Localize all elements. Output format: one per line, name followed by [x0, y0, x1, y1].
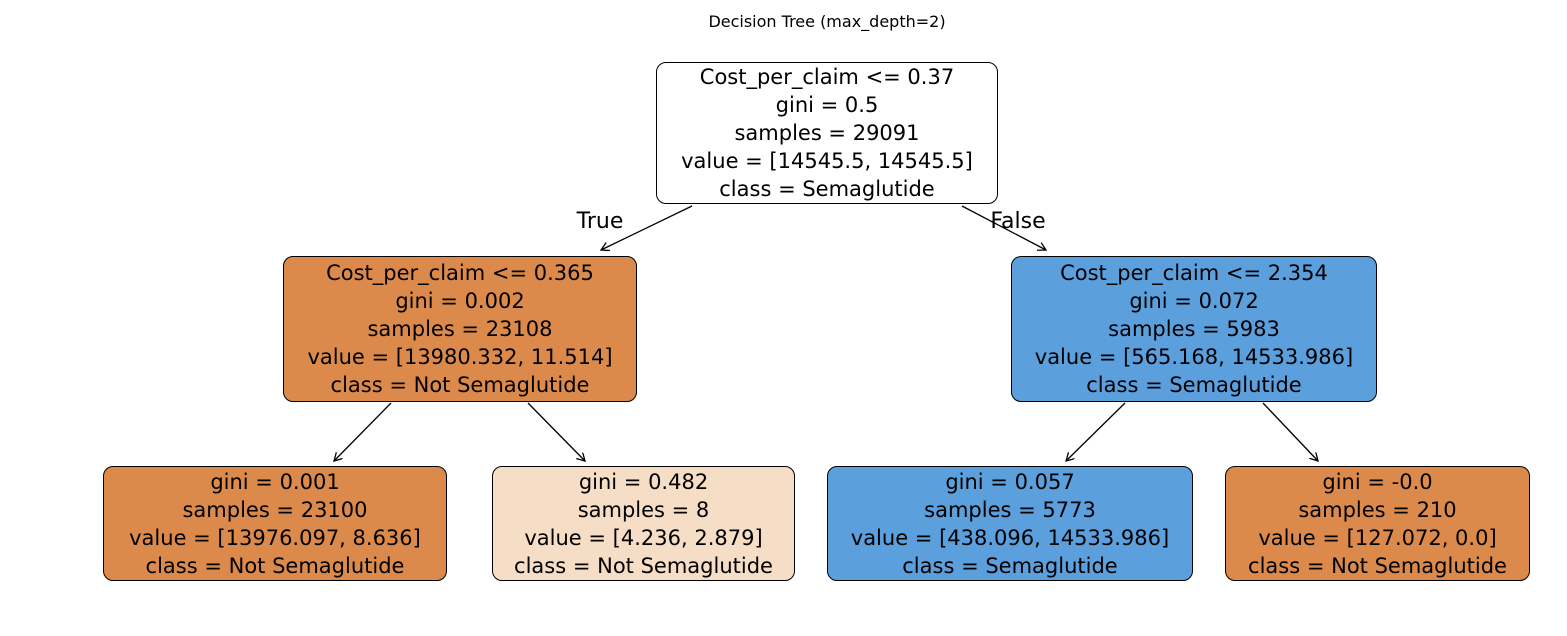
- node-split-condition: Cost_per_claim <= 2.354: [1060, 261, 1328, 285]
- edge-right-to-leaf3: [1066, 402, 1126, 461]
- node-class: class = Semaglutide: [719, 177, 935, 201]
- node-gini: gini = 0.072: [1129, 289, 1259, 313]
- edge-right-to-leaf4: [1262, 402, 1318, 461]
- node-class: class = Semaglutide: [1086, 373, 1302, 397]
- node-samples: samples = 23108: [367, 317, 553, 341]
- edge-root-to-left: [601, 205, 693, 250]
- tree-leaf-left-left: gini = 0.001 samples = 23100 value = [13…: [103, 466, 447, 581]
- edge-left-to-leaf2: [527, 402, 585, 461]
- node-value: value = [565.168, 14533.986]: [1034, 345, 1354, 369]
- node-gini: gini = 0.001: [210, 469, 340, 494]
- chart-title: Decision Tree (max_depth=2): [708, 12, 946, 31]
- node-samples: samples = 29091: [734, 121, 920, 145]
- edge-left-to-leaf1: [334, 402, 392, 461]
- node-gini: gini = 0.057: [945, 469, 1075, 494]
- node-gini: gini = 0.002: [395, 289, 525, 313]
- node-gini: gini = -0.0: [1322, 469, 1433, 494]
- node-split-condition: Cost_per_claim <= 0.365: [326, 261, 594, 285]
- node-class: class = Not Semaglutide: [145, 553, 405, 578]
- node-class: class = Not Semaglutide: [330, 373, 590, 397]
- node-samples: samples = 210: [1298, 497, 1457, 522]
- node-class: class = Not Semaglutide: [514, 553, 773, 578]
- tree-node-right-internal: Cost_per_claim <= 2.354 gini = 0.072 sam…: [1011, 256, 1377, 402]
- node-gini: gini = 0.482: [578, 469, 709, 494]
- node-value: value = [14545.5, 14545.5]: [681, 149, 973, 173]
- node-value: value = [127.072, 0.0]: [1258, 525, 1497, 550]
- node-value: value = [4.236, 2.879]: [524, 525, 763, 550]
- node-samples: samples = 5773: [924, 497, 1096, 522]
- edge-label-false: False: [990, 209, 1046, 234]
- tree-leaf-right-left: gini = 0.057 samples = 5773 value = [438…: [827, 466, 1193, 581]
- tree-node-root: Cost_per_claim <= 0.37 gini = 0.5 sample…: [656, 62, 998, 204]
- node-class: class = Semaglutide: [902, 553, 1118, 578]
- node-value: value = [438.096, 14533.986]: [850, 525, 1170, 550]
- node-value: value = [13976.097, 8.636]: [129, 525, 421, 550]
- edge-root-to-right: [961, 205, 1046, 250]
- tree-leaf-left-right: gini = 0.482 samples = 8 value = [4.236,…: [492, 466, 795, 581]
- node-samples: samples = 8: [577, 497, 710, 522]
- node-samples: samples = 23100: [182, 497, 368, 522]
- node-value: value = [13980.332, 11.514]: [307, 345, 613, 369]
- tree-node-left-internal: Cost_per_claim <= 0.365 gini = 0.002 sam…: [283, 256, 637, 402]
- node-class: class = Not Semaglutide: [1248, 553, 1507, 578]
- tree-leaf-right-right: gini = -0.0 samples = 210 value = [127.0…: [1225, 466, 1530, 581]
- node-split-condition: Cost_per_claim <= 0.37: [699, 65, 955, 89]
- edge-label-true: True: [576, 209, 624, 234]
- node-gini: gini = 0.5: [775, 93, 879, 117]
- node-samples: samples = 5983: [1108, 317, 1280, 341]
